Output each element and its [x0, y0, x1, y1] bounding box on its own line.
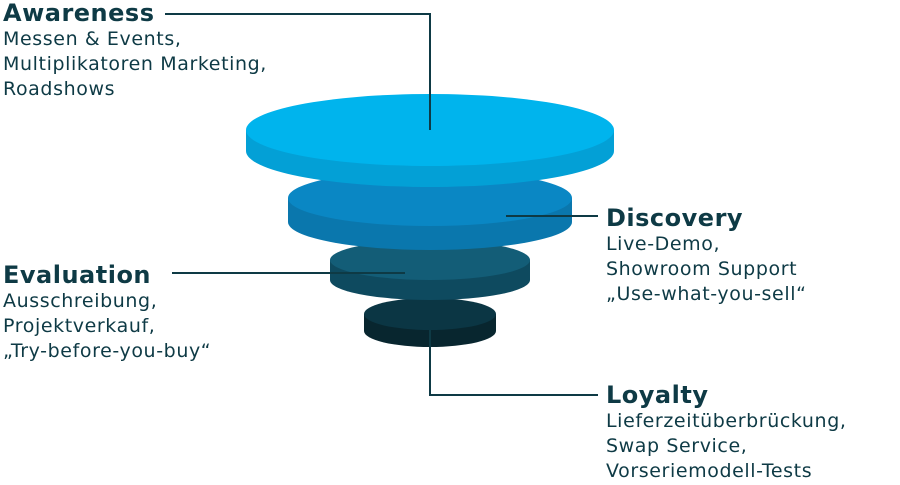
funnel-layer-loyalty	[364, 298, 496, 347]
stage-item: Roadshows	[3, 78, 116, 100]
stage-item: Ausschreibung,	[3, 290, 158, 312]
stage-item: Live-Demo,	[606, 233, 721, 255]
funnel-layer-evaluation	[330, 240, 530, 300]
stage-item: Lieferzeitüberbrückung,	[606, 410, 847, 432]
connector-awareness	[165, 13, 431, 130]
stage-item: „Try-before-you-buy“	[3, 340, 212, 362]
stage-title: Evaluation	[3, 261, 152, 289]
stage-item: „Use-what-you-sell“	[606, 283, 807, 305]
stage-discovery: Discovery Live-Demo, Showroom Support „U…	[606, 205, 807, 307]
stage-awareness: Awareness Messen & Events, Multiplikator…	[3, 0, 267, 102]
funnel-layer-awareness	[246, 94, 614, 187]
stage-title: Awareness	[3, 0, 155, 27]
stage-item: Swap Service,	[606, 435, 748, 457]
stage-item: Vorseriemodell-Tests	[606, 460, 813, 482]
stage-item: Multiplikatoren Marketing,	[3, 53, 267, 75]
connector-loyalty	[429, 330, 598, 396]
stage-title: Loyalty	[606, 381, 709, 409]
stage-title: Discovery	[606, 204, 744, 232]
stage-item: Showroom Support	[606, 258, 798, 280]
stage-item: Projektverkauf,	[3, 315, 156, 337]
stage-item: Messen & Events,	[3, 28, 182, 50]
stage-evaluation: Evaluation Ausschreibung, Projektverkauf…	[3, 262, 211, 364]
stage-loyalty: Loyalty Lieferzeitüberbrückung, Swap Ser…	[606, 382, 847, 484]
